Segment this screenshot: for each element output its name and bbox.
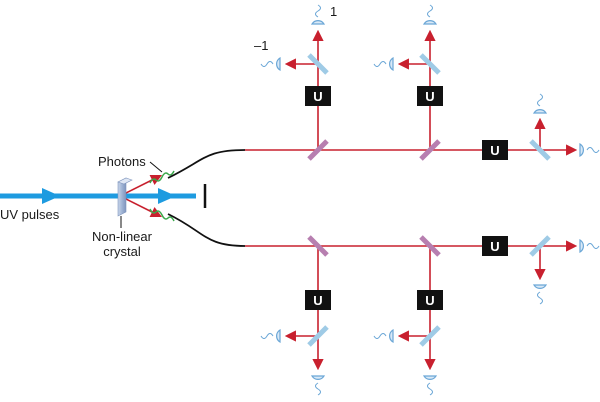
detector-icon bbox=[423, 4, 437, 25]
detector-icon bbox=[533, 93, 547, 114]
uv-pulses-label: UV pulses bbox=[0, 207, 60, 222]
detector-icon bbox=[533, 284, 547, 305]
unitary-gate-label: U bbox=[425, 293, 434, 308]
detector-icon bbox=[373, 57, 394, 71]
unitary-gate-icon: U bbox=[417, 86, 443, 106]
detector-icon bbox=[260, 329, 281, 343]
crystal-label-line2: crystal bbox=[103, 244, 141, 259]
unitary-gate-icon: U bbox=[305, 86, 331, 106]
optical-fibers bbox=[167, 149, 246, 247]
photons-leader-line bbox=[149, 161, 163, 173]
unitary-gate-label: U bbox=[490, 143, 499, 158]
unitary-gate-label: U bbox=[313, 293, 322, 308]
unitary-gate-label: U bbox=[425, 89, 434, 104]
unitary-gate-icon: U bbox=[417, 290, 443, 310]
photons-label: Photons bbox=[98, 154, 146, 169]
detector-icon bbox=[311, 4, 325, 25]
minus-one-label: –1 bbox=[254, 38, 268, 53]
unitary-gate-icon: U bbox=[305, 290, 331, 310]
nonlinear-crystal bbox=[117, 177, 133, 217]
unitary-gate-label: U bbox=[313, 89, 322, 104]
detector-icon bbox=[311, 375, 325, 396]
uv-beam bbox=[0, 188, 196, 204]
polarizing-beamsplitter-icon bbox=[307, 139, 441, 257]
plus-one-label: 1 bbox=[330, 4, 337, 19]
lower-photon-path bbox=[245, 240, 578, 371]
detector-icon bbox=[423, 375, 437, 396]
photon-wavepacket-icon bbox=[149, 170, 175, 222]
unitary-gate-icon: U bbox=[482, 140, 508, 160]
unitary-gate-label: U bbox=[490, 239, 499, 254]
upper-photon-path bbox=[245, 29, 578, 156]
detector-icon bbox=[579, 143, 600, 157]
detector-icon bbox=[373, 329, 394, 343]
unitary-gate-icon: U bbox=[482, 236, 508, 256]
polarizing-beamsplitter-icon bbox=[307, 53, 551, 347]
detector-icon bbox=[260, 57, 281, 71]
crystal-label-line1: Non-linear bbox=[92, 229, 153, 244]
detector-icon bbox=[579, 239, 600, 253]
